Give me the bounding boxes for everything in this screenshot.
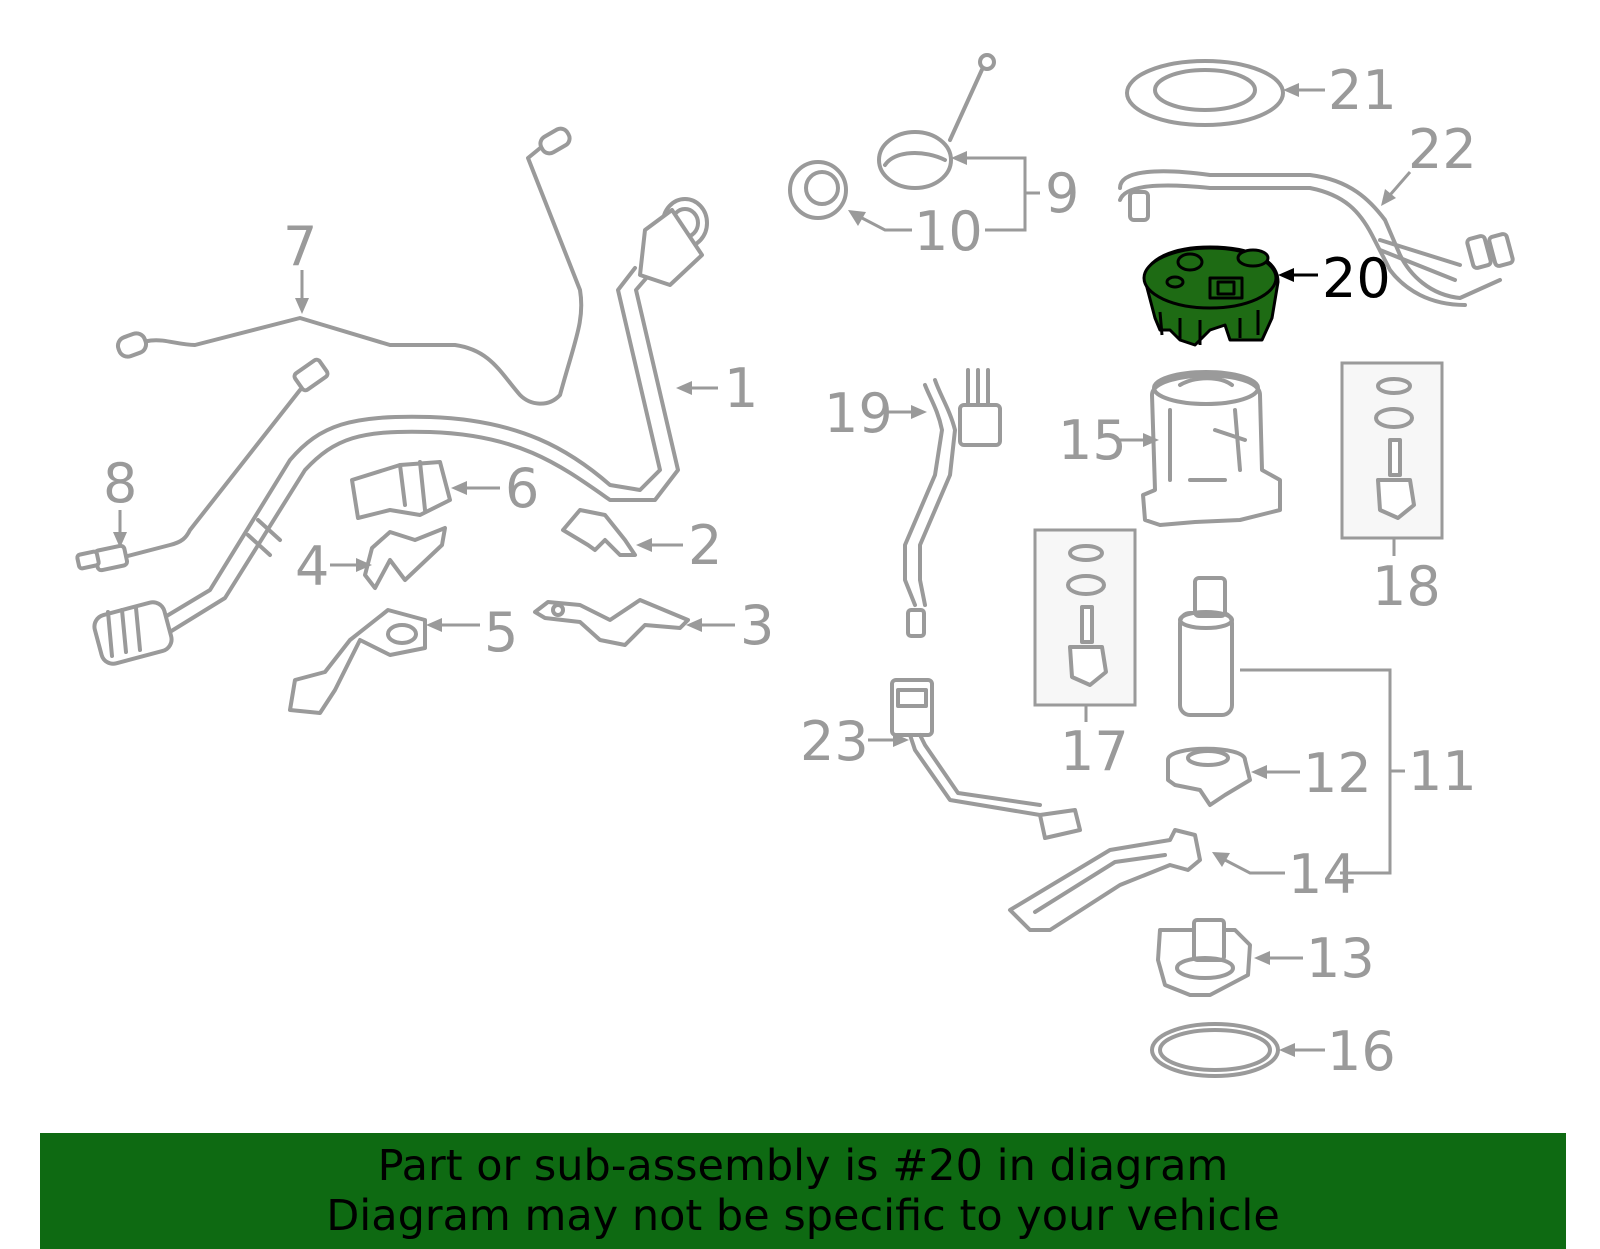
callout-10: 10 bbox=[914, 200, 983, 263]
callout-23: 23 bbox=[800, 710, 869, 773]
callout-labels: 1 2 3 4 5 6 7 8 9 10 11 12 13 14 15 16 1… bbox=[103, 59, 1477, 1083]
callout-3: 3 bbox=[740, 594, 774, 657]
part-8-sensor-wire[interactable] bbox=[75, 357, 330, 573]
part-7-vent-hose[interactable] bbox=[115, 126, 584, 406]
callout-8: 8 bbox=[103, 452, 137, 515]
callout-17: 17 bbox=[1060, 720, 1129, 783]
part-20-flange-highlighted[interactable] bbox=[1142, 245, 1280, 347]
callout-18: 18 bbox=[1372, 555, 1441, 618]
part-12-pump-bracket[interactable] bbox=[1166, 746, 1252, 807]
callout-12: 12 bbox=[1303, 742, 1372, 805]
callout-19: 19 bbox=[824, 382, 893, 445]
part-14-strainer[interactable] bbox=[1008, 828, 1202, 932]
part-18-valve-kit[interactable] bbox=[1340, 361, 1444, 556]
part-17-valve-kit[interactable] bbox=[1033, 528, 1137, 722]
leader-lines bbox=[113, 83, 1412, 1057]
callout-1: 1 bbox=[724, 357, 758, 420]
parts-diagram: 1 2 3 4 5 6 7 8 9 10 11 12 13 14 15 16 1… bbox=[75, 53, 1515, 1083]
part-5-bracket[interactable] bbox=[288, 608, 427, 715]
callout-4: 4 bbox=[295, 535, 329, 598]
part-1-filler-neck[interactable] bbox=[92, 197, 709, 666]
part-3-bracket[interactable] bbox=[533, 598, 690, 647]
part-4-bracket[interactable] bbox=[363, 526, 447, 590]
banner-line-2: Diagram may not be specific to your vehi… bbox=[326, 1191, 1280, 1241]
callout-14: 14 bbox=[1288, 843, 1357, 906]
callout-2: 2 bbox=[688, 514, 722, 577]
callout-16: 16 bbox=[1327, 1020, 1396, 1083]
callout-22: 22 bbox=[1408, 118, 1477, 181]
callout-9: 9 bbox=[1045, 162, 1079, 225]
callout-11: 11 bbox=[1408, 740, 1477, 803]
part-16-o-ring[interactable] bbox=[1150, 1022, 1280, 1078]
callout-20-highlighted: 20 bbox=[1322, 247, 1391, 310]
callout-21: 21 bbox=[1328, 59, 1397, 122]
callout-15: 15 bbox=[1058, 409, 1127, 472]
part-10-cap-ring[interactable] bbox=[788, 160, 848, 220]
part-19-sender-wire[interactable] bbox=[903, 368, 1002, 638]
callout-13: 13 bbox=[1306, 927, 1375, 990]
callout-7: 7 bbox=[283, 215, 317, 278]
part-13-retainer[interactable] bbox=[1156, 918, 1252, 997]
part-11-pump[interactable] bbox=[1178, 576, 1405, 875]
part-2-bracket[interactable] bbox=[561, 508, 637, 557]
callout-6: 6 bbox=[505, 457, 539, 520]
callout-5: 5 bbox=[484, 601, 518, 664]
info-banner: Part or sub-assembly is #20 in diagram D… bbox=[40, 1133, 1566, 1249]
part-15-pump-module[interactable] bbox=[1141, 370, 1282, 527]
banner-line-1: Part or sub-assembly is #20 in diagram bbox=[377, 1141, 1229, 1191]
part-6-clip[interactable] bbox=[350, 460, 452, 520]
part-21-seal-ring[interactable] bbox=[1125, 59, 1285, 127]
part-9-fuel-cap[interactable] bbox=[877, 53, 996, 190]
part-22-hose[interactable] bbox=[1118, 169, 1515, 307]
part-23-harness[interactable] bbox=[890, 678, 1082, 840]
